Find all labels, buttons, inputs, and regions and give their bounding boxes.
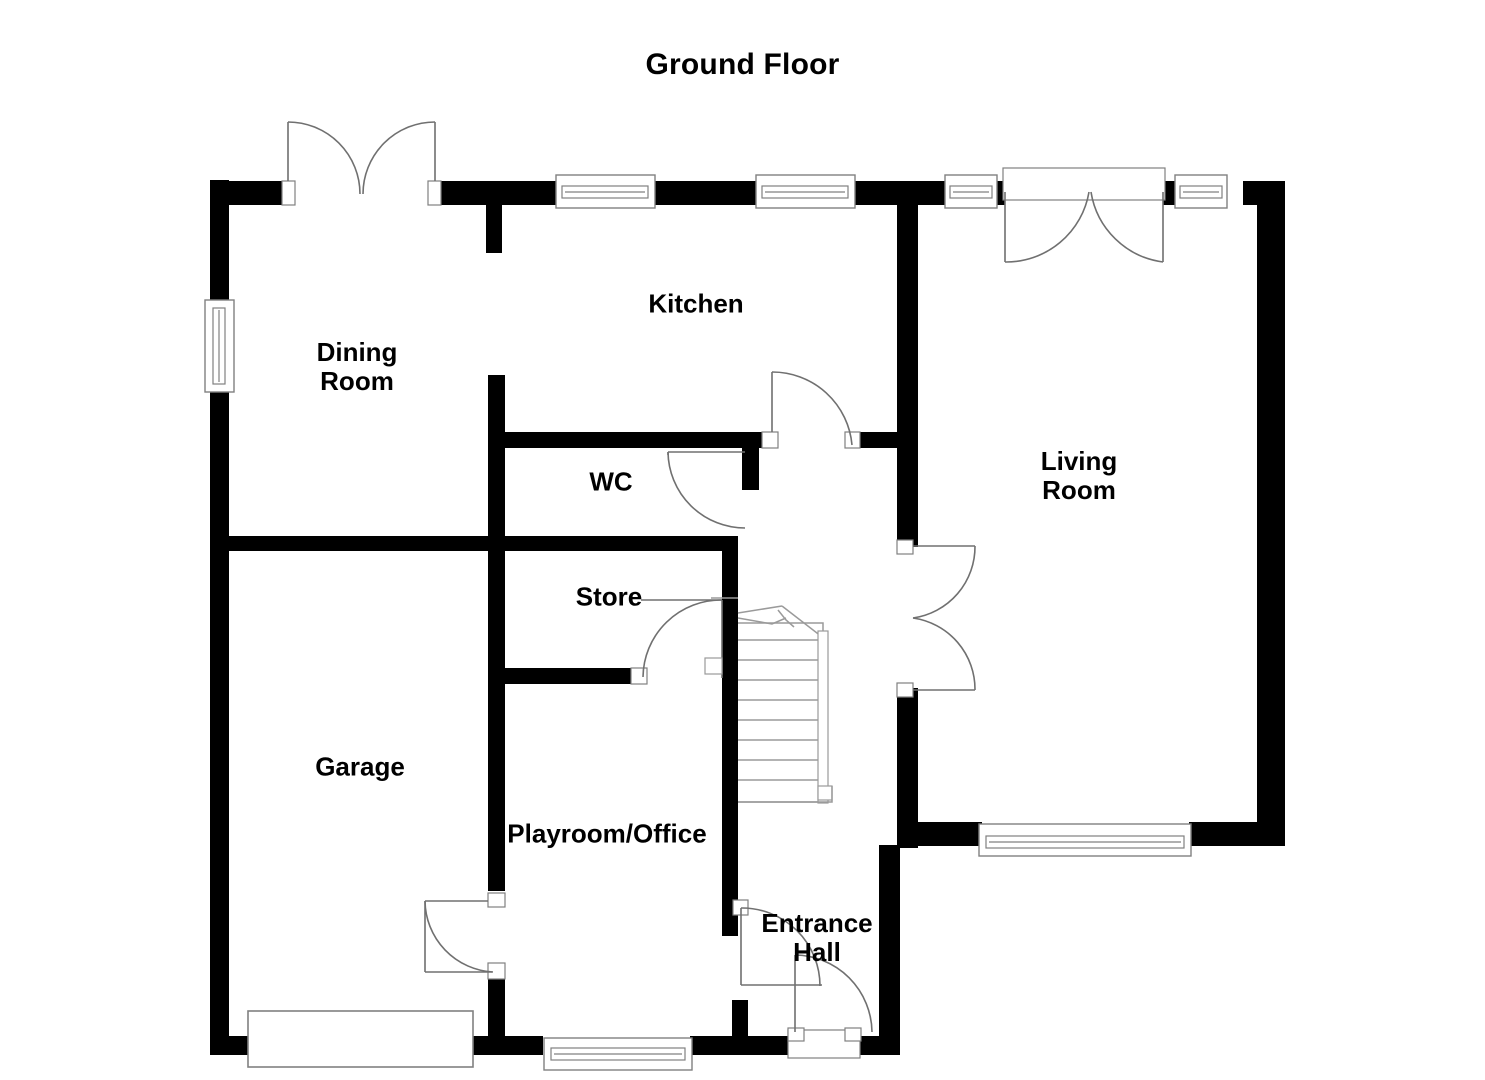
room-label-entrance-hall: Entrance Hall <box>761 908 873 967</box>
front-entrance-door <box>787 954 873 1059</box>
living-room-patio-doors <box>1002 167 1166 263</box>
room-label-garage: Garage <box>315 751 405 782</box>
page-title: Ground Floor <box>645 48 840 81</box>
wall-garage-top <box>210 536 505 551</box>
kitchen-window-left <box>555 174 656 209</box>
wall-hall-right <box>879 845 900 1040</box>
wall-hall-living-upper <box>897 432 918 547</box>
wall-garage-playroom-divider-upper <box>488 536 505 891</box>
playroom-window <box>543 1037 693 1071</box>
window-group <box>204 174 1228 1071</box>
living-room-window-left <box>944 174 998 209</box>
kitchen-window-right <box>755 174 856 209</box>
wall-dining-kitchen-divider <box>488 375 505 547</box>
wall-store-top <box>488 536 738 551</box>
room-label-wc: WC <box>589 466 633 497</box>
wall-wc-top-right-stub <box>742 432 759 490</box>
kitchen-to-hall-door <box>761 371 861 449</box>
door-group <box>281 121 1166 1059</box>
wall-exterior-living-bottom-right <box>1189 822 1285 846</box>
room-label-dining-room: Dining Room <box>316 337 398 396</box>
wall-kitchen-living-divider <box>897 181 918 443</box>
wall-exterior-bottom-hall-right <box>855 1036 900 1055</box>
wall-hall-top-right <box>855 432 917 448</box>
dining-room-french-doors <box>281 121 442 206</box>
wall-store-bottom <box>488 668 634 684</box>
dining-room-side-window <box>204 299 235 393</box>
wall-exterior-right <box>1257 181 1285 841</box>
wall-exterior-top-kitchen-a <box>441 181 558 205</box>
garage-vehicle-door <box>247 1010 474 1068</box>
room-label-living-room: Living Room <box>1040 446 1118 505</box>
wall-exterior-bottom-playroom <box>690 1036 782 1055</box>
wall-exterior-top-kitchen-b <box>653 181 758 205</box>
living-room-rear-window <box>978 823 1192 857</box>
hall-to-living-room-doors <box>896 539 976 698</box>
wall-exterior-top-left <box>210 181 282 205</box>
room-label-store: Store <box>575 581 643 612</box>
playroom-to-hall-door <box>732 899 822 987</box>
wall-playroom-jamb <box>732 1000 748 1040</box>
wall-store-playroom-right <box>722 536 738 936</box>
store-door <box>630 599 723 685</box>
wall-exterior-bottom-garage <box>455 1036 543 1055</box>
room-label-playroom-office: Playroom/Office <box>507 818 707 849</box>
staircase <box>704 597 833 804</box>
wall-wc-top <box>488 432 773 448</box>
wc-door <box>667 451 746 529</box>
room-label-kitchen: Kitchen <box>648 288 744 319</box>
wall-exterior-left <box>210 180 229 1055</box>
garage-to-playroom-door <box>424 892 506 980</box>
living-room-window-right <box>1174 174 1228 209</box>
wall-group <box>210 180 1285 1055</box>
wall-garage-playroom-divider-lower <box>488 978 505 1040</box>
wall-hall-living-lower <box>897 688 918 848</box>
wall-kitchen-stub <box>486 205 502 253</box>
